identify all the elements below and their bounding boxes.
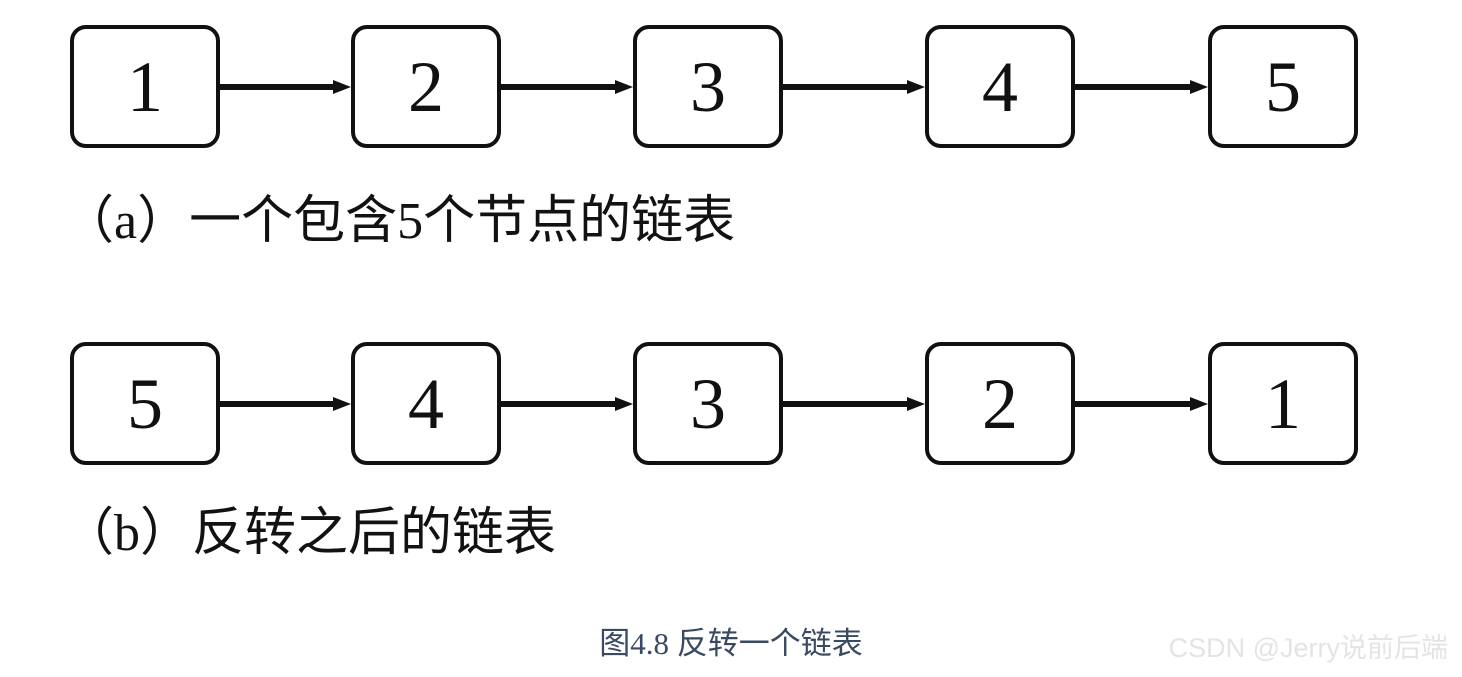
list-node: 4 xyxy=(351,342,501,465)
figure-caption: 图4.8 反转一个链表 xyxy=(599,626,863,661)
arrow-shaft xyxy=(1075,401,1190,407)
linked-list-row-a: 1 2 3 4 5 xyxy=(0,22,1462,152)
arrow-head xyxy=(333,80,351,94)
node-value: 3 xyxy=(690,46,726,127)
list-node: 1 xyxy=(70,25,220,148)
subfigure-caption-a: （a）一个包含5个节点的链表 xyxy=(62,193,736,250)
arrow-head xyxy=(907,80,925,94)
list-node: 1 xyxy=(1208,342,1358,465)
list-node: 4 xyxy=(925,25,1075,148)
node-value: 1 xyxy=(1265,363,1301,444)
arrow-shaft xyxy=(220,84,333,90)
node-value: 2 xyxy=(408,46,444,127)
arrow-shaft xyxy=(501,401,615,407)
arrow-right-icon xyxy=(501,397,633,411)
arrow-right-icon xyxy=(783,397,925,411)
node-value: 4 xyxy=(408,363,444,444)
node-value: 5 xyxy=(127,363,163,444)
arrow-shaft xyxy=(783,401,907,407)
watermark-text: CSDN @Jerry说前后端 xyxy=(1168,633,1448,663)
node-value: 4 xyxy=(982,46,1018,127)
arrow-right-icon xyxy=(501,80,633,94)
arrow-right-icon xyxy=(220,80,351,94)
list-node: 3 xyxy=(633,342,783,465)
arrow-shaft xyxy=(501,84,615,90)
arrow-right-icon xyxy=(1075,80,1208,94)
subfigure-caption-b: （b）反转之后的链表 xyxy=(62,505,557,562)
linked-list-row-b: 5 4 3 2 1 xyxy=(0,339,1462,469)
arrow-head xyxy=(1190,80,1208,94)
arrow-shaft xyxy=(1075,84,1190,90)
list-node: 2 xyxy=(351,25,501,148)
arrow-right-icon xyxy=(220,397,351,411)
arrow-shaft xyxy=(220,401,333,407)
node-value: 2 xyxy=(982,363,1018,444)
list-node: 2 xyxy=(925,342,1075,465)
arrow-head xyxy=(615,80,633,94)
list-node: 3 xyxy=(633,25,783,148)
arrow-shaft xyxy=(783,84,907,90)
list-node: 5 xyxy=(1208,25,1358,148)
arrow-head xyxy=(333,397,351,411)
arrow-head xyxy=(907,397,925,411)
node-value: 3 xyxy=(690,363,726,444)
node-value: 1 xyxy=(127,46,163,127)
arrow-head xyxy=(1190,397,1208,411)
arrow-head xyxy=(615,397,633,411)
list-node: 5 xyxy=(70,342,220,465)
arrow-right-icon xyxy=(1075,397,1208,411)
arrow-right-icon xyxy=(783,80,925,94)
node-value: 5 xyxy=(1265,46,1301,127)
